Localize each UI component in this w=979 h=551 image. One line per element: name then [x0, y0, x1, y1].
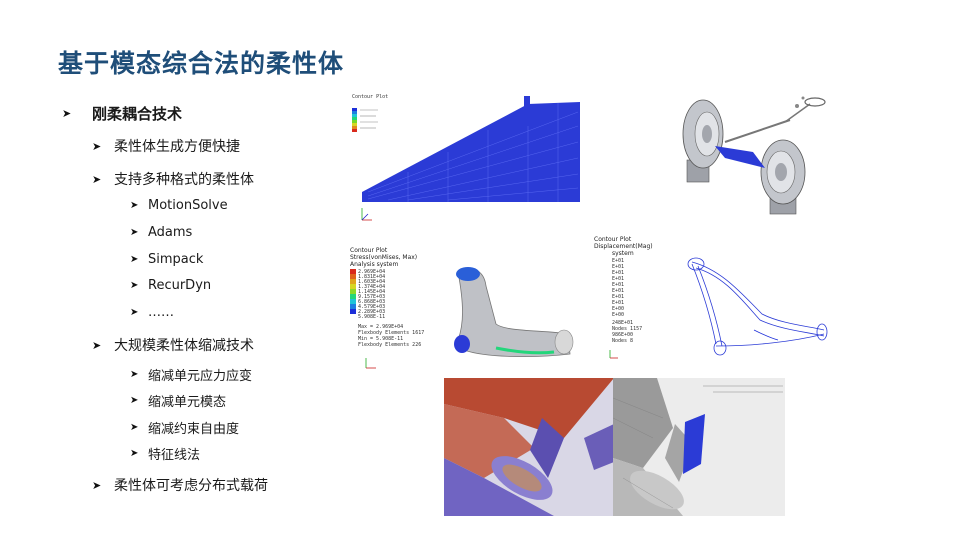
svg-text:Flexbody Elements 226: Flexbody Elements 226: [358, 342, 421, 348]
svg-text:4.579E+03: 4.579E+03: [358, 304, 385, 310]
svg-text:Min = 5.908E-11: Min = 5.908E-11: [358, 336, 403, 342]
contour-legend: Contour Plot: [352, 94, 388, 132]
steering-wheel-icon: [804, 97, 826, 107]
arrow-bullet-icon: ➤: [130, 395, 139, 406]
svg-text:E+01: E+01: [612, 276, 624, 282]
axis-triad-icon: [361, 208, 372, 221]
svg-text:E+00: E+00: [612, 306, 624, 312]
displacement-values: E+01 E+01 E+01 E+01 E+01 E+01 E+01 E+01 …: [612, 258, 624, 318]
bullet-reduction-technique: ➤ 大规模柔性体缩减技术: [92, 338, 254, 354]
wing-body: [362, 102, 580, 202]
svg-text:system: system: [612, 250, 634, 257]
svg-text:2.969E+04: 2.969E+04: [358, 269, 385, 275]
aircraft-flexbody-color-image: [444, 378, 614, 516]
svg-text:Stress(vonMises, Max): Stress(vonMises, Max): [350, 254, 417, 261]
svg-text:Analysis system: Analysis system: [350, 261, 398, 268]
wireframe-arm: [687, 257, 828, 356]
arrow-bullet-icon: ➤: [130, 307, 139, 318]
arrow-bullet-icon: ➤: [62, 107, 72, 120]
stress-legend: 2.969E+04 1.831E+04 1.603E+04 1.374E+04 …: [350, 269, 385, 320]
svg-text:Flexbody Elements 1617: Flexbody Elements 1617: [358, 330, 424, 336]
svg-text:248E+01: 248E+01: [612, 320, 633, 326]
bullet-flexbody-generation: ➤ 柔性体生成方便快捷: [92, 139, 240, 155]
svg-text:9.157E+03: 9.157E+03: [358, 294, 385, 300]
svg-text:E+01: E+01: [612, 288, 624, 294]
suspension-assembly-image: [665, 92, 833, 224]
bullet-reduction-modes: ➤ 缩减单元模态: [130, 395, 227, 410]
arrow-bullet-icon: ➤: [130, 422, 139, 433]
svg-text:1.145E+04: 1.145E+04: [358, 289, 385, 295]
bullet-list: ➤ 刚柔耦合技术 ➤ 柔性体生成方便快捷 ➤ 支持多种格式的柔性体 ➤ Moti…: [0, 0, 340, 551]
wing-upper: [444, 378, 614, 438]
bullet-format-more: ➤ ……: [130, 305, 174, 320]
svg-text:986E+00: 986E+00: [612, 332, 633, 338]
control-arm-displacement-image: Contour Plot Displacement(Mag) system E+…: [592, 234, 842, 374]
svg-text:Nodes 1157: Nodes 1157: [612, 326, 642, 332]
bullet-format-motionsolve: ➤ MotionSolve: [130, 198, 228, 213]
svg-text:6.868E+03: 6.868E+03: [358, 299, 385, 305]
slide-title: 基于模态综合法的柔性体: [58, 49, 345, 78]
control-arm-part: [454, 267, 574, 357]
svg-text:E+01: E+01: [612, 264, 624, 270]
svg-text:E+00: E+00: [612, 312, 624, 318]
arrow-bullet-icon: ➤: [130, 369, 139, 380]
bullet-reduction-dof: ➤ 缩减约束自由度: [130, 422, 240, 437]
left-wheel: [682, 99, 724, 169]
svg-text:Contour Plot: Contour Plot: [352, 94, 388, 100]
bullet-format-recurdyn: ➤ RecurDyn: [130, 278, 212, 293]
svg-text:1.831E+04: 1.831E+04: [358, 274, 385, 280]
svg-text:E+01: E+01: [612, 270, 624, 276]
svg-text:E+01: E+01: [612, 258, 624, 264]
wing-fin: [524, 96, 530, 126]
wing-mesh-image: Contour Plot: [348, 92, 600, 230]
bullet-format-simpack: ➤ Simpack: [130, 252, 204, 267]
bullet-format-adams: ➤ Adams: [130, 225, 193, 240]
arrow-bullet-icon: ➤: [130, 227, 139, 238]
svg-text:Displacement(Mag): Displacement(Mag): [594, 243, 653, 250]
bullet-reduction-characteristic: ➤ 特征线法: [130, 448, 201, 463]
arrow-bullet-icon: ➤: [92, 139, 102, 153]
axis-triad-icon: [365, 358, 376, 369]
arrow-bullet-icon: ➤: [130, 254, 139, 265]
svg-text:1.374E+04: 1.374E+04: [358, 284, 385, 290]
aircraft-flexbody-grey-image: [613, 378, 785, 516]
bullet-format-support: ➤ 支持多种格式的柔性体: [92, 172, 254, 188]
arrow-bullet-icon: ➤: [92, 338, 102, 352]
svg-text:E+01: E+01: [612, 294, 624, 300]
arrow-bullet-icon: ➤: [130, 200, 139, 211]
svg-text:Contour Plot: Contour Plot: [350, 247, 388, 254]
arrow-bullet-icon: ➤: [92, 478, 102, 492]
arrow-bullet-icon: ➤: [92, 172, 102, 186]
svg-text:E+01: E+01: [612, 282, 624, 288]
svg-text:Max = 2.969E+04: Max = 2.969E+04: [358, 324, 403, 330]
control-arm: [715, 146, 765, 168]
control-arm-contour-image: Contour Plot Stress(vonMises, Max) Analy…: [346, 244, 586, 376]
fuselage-part: [444, 458, 554, 516]
svg-text:E+01: E+01: [612, 300, 624, 306]
flexible-panel: [683, 414, 705, 474]
bullet-reduction-stress: ➤ 缩减单元应力应变: [130, 369, 253, 384]
svg-text:1.603E+04: 1.603E+04: [358, 279, 385, 285]
bullet-distributed-load: ➤ 柔性体可考虑分布式载荷: [92, 478, 268, 494]
svg-text:2.289E+03: 2.289E+03: [358, 309, 385, 315]
svg-text:Contour Plot: Contour Plot: [594, 236, 632, 243]
axis-triad-icon: [609, 350, 618, 359]
arrow-bullet-icon: ➤: [130, 280, 139, 291]
svg-text:5.908E-11: 5.908E-11: [358, 314, 385, 320]
bullet-rigid-flex-coupling: ➤ 刚柔耦合技术: [62, 105, 183, 123]
arrow-bullet-icon: ➤: [130, 448, 139, 459]
svg-text:Nodes 8: Nodes 8: [612, 338, 633, 344]
right-wheel: [760, 139, 806, 205]
